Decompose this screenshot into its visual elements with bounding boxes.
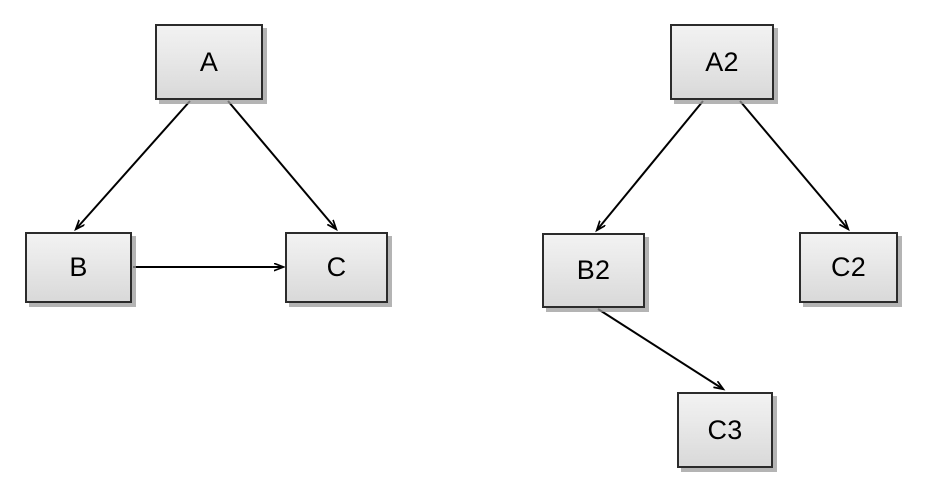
node-label: B	[69, 252, 88, 282]
edge-a-to-b	[76, 100, 191, 229]
edge-b2-to-c3	[597, 308, 723, 389]
edge-a2-to-b2	[597, 100, 704, 230]
node-a[interactable]: A	[155, 24, 263, 100]
edge-a-to-c	[227, 100, 336, 229]
node-label: A	[199, 46, 219, 77]
node-c3[interactable]: C3	[677, 392, 773, 468]
node-c2[interactable]: C2	[799, 232, 898, 303]
node-label: B2	[576, 255, 611, 285]
node-c[interactable]: C	[285, 232, 388, 303]
node-label: A2	[705, 46, 739, 77]
edge-a2-to-c2	[739, 100, 848, 229]
node-label: C2	[830, 252, 867, 282]
node-a2[interactable]: A2	[670, 24, 774, 100]
node-b2[interactable]: B2	[542, 233, 645, 308]
node-label: C3	[707, 414, 743, 445]
node-label: C	[326, 252, 347, 282]
node-b[interactable]: B	[25, 232, 132, 303]
